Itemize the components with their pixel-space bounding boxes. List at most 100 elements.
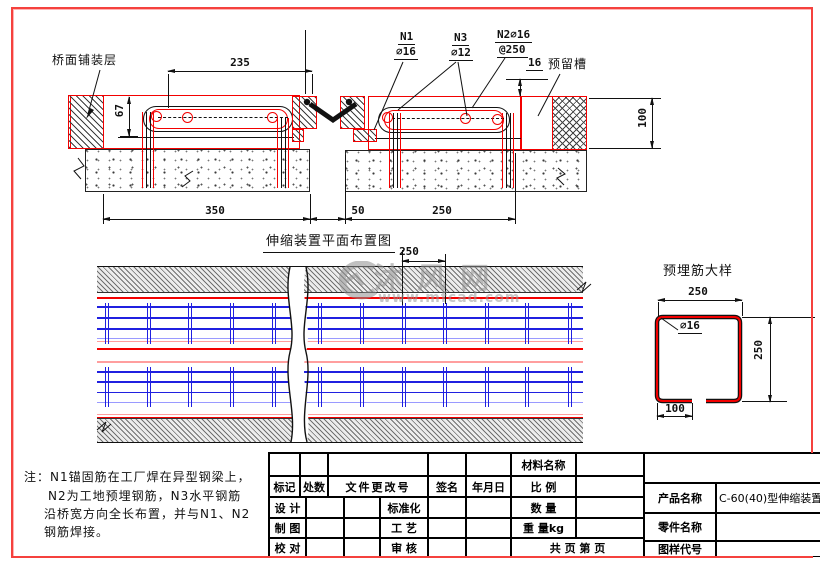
detail-title: 预埋筋大样 [663, 264, 734, 279]
tb-blank-cell [716, 541, 820, 557]
ext-line [445, 254, 446, 304]
plan-red-line [97, 297, 583, 299]
tb-code-label: 图样代号 [644, 541, 716, 557]
rebar-label-n3: N3 [452, 31, 470, 47]
left-rebar-dashed [158, 117, 288, 118]
tb-blank-cell [466, 538, 511, 557]
joint-steel-left [292, 96, 317, 129]
frame-bottom [11, 556, 813, 558]
ext-line [168, 74, 169, 108]
watermark-logo-icon [338, 261, 378, 300]
plan-rebar-bar [147, 303, 151, 344]
tb-material-label: 材料名称 [511, 453, 576, 476]
dim-text-16: 16 [526, 56, 544, 72]
tb-blank-cell [344, 538, 380, 557]
tb-blank-cell [466, 518, 511, 538]
plan-rebar-bar [147, 367, 151, 407]
rebar-circle [267, 112, 278, 123]
plan-top-edge [97, 266, 583, 268]
ext-line [103, 194, 104, 224]
rebar-label-n1-dia: ∅16 [394, 45, 418, 61]
left-anchor-loop-inner [149, 109, 288, 129]
joint-steel-right [340, 96, 365, 129]
tb-mark-label: 标记 [269, 476, 300, 497]
frame-left-shadow [13, 9, 14, 557]
frame-left [11, 7, 13, 558]
dim-line-16 [517, 78, 522, 97]
tb-blank-cell [466, 453, 511, 476]
right-anchor-loop-inner [384, 110, 504, 130]
tb-blank-cell [428, 538, 466, 557]
plan-salmon-line [97, 361, 583, 363]
left-concrete-slab [85, 149, 310, 192]
watermark-name: 沐 风 网 [374, 261, 492, 295]
right-vertical-rebar2-red [502, 113, 514, 188]
plan-rebar-bar [230, 367, 234, 407]
right-pavement-block [552, 96, 587, 150]
pavement-label: 桥面铺装层 [52, 53, 118, 67]
tb-blank-cell [716, 513, 820, 541]
rebar-label-n2-spacing: @250 [497, 43, 528, 59]
plan-rebar-bar [360, 303, 364, 344]
plan-blue-line [97, 391, 583, 393]
plan-blue-line [97, 381, 583, 383]
groove-edge-line [520, 96, 522, 150]
tb-part-label: 零件名称 [644, 513, 716, 541]
tb-blank-cell [576, 453, 644, 476]
left-vertical-rebar-red [142, 112, 154, 188]
plan-blue-line [97, 371, 583, 373]
tb-blank-cell [344, 497, 380, 518]
ext-line [742, 302, 743, 316]
plan-title: 伸缩装置平面布置图 [263, 234, 396, 254]
tb-blank-cell [306, 518, 344, 538]
joint-steel-left-step [292, 129, 304, 142]
detail-dim-text-right: 250 [752, 340, 765, 360]
plan-lightblue-line [97, 401, 583, 403]
plan-rebar-bar [318, 303, 322, 344]
watermark-url: www.mfcad.com [378, 290, 521, 306]
note-line-3: 沿桥宽方向全长布置，并与N1、N2 [44, 507, 251, 521]
plan-salmon-line [97, 340, 583, 343]
dim-text-67: 67 [113, 104, 126, 118]
detail-dim-line-right [767, 316, 772, 403]
tb-file-change-label: 文件更改号 [328, 476, 428, 497]
tb-pages-label: 共 页 第 页 [511, 538, 644, 557]
tb-blank-cell [428, 453, 466, 476]
rebar-circle [460, 113, 471, 124]
plan-rebar-bar [188, 303, 192, 344]
plan-rebar-bar [525, 303, 529, 344]
tb-blank-cell [576, 476, 644, 497]
tb-qty-changes-label: 处数 [300, 476, 328, 497]
right-vertical-rebar [393, 113, 398, 188]
dim-text-50: 50 [351, 204, 365, 217]
ext-line [506, 79, 548, 80]
plan-red-line [97, 348, 583, 350]
note-line-1: 注：N1锚固筋在工厂焊在异型钢梁上， [24, 470, 251, 484]
detail-dim-line-top [657, 297, 743, 302]
tb-blank-cell [644, 453, 820, 483]
tb-standardization-label: 标准化 [380, 497, 428, 518]
plan-dim-text-250: 250 [399, 245, 419, 258]
plan-rebar-bar [230, 303, 234, 344]
tb-audit-label: 审 核 [380, 538, 428, 557]
tb-blank-cell [269, 453, 300, 476]
tb-product-label: 产品名称 [644, 483, 716, 513]
ext-line [402, 250, 403, 305]
left-vertical-rebar2-red [277, 118, 289, 188]
plan-rebar-bar [360, 367, 364, 407]
rebar-label-n3-dia: ∅12 [449, 46, 473, 62]
detail-dim-text-top: 250 [688, 285, 708, 298]
tb-product-value: C-60(40)型伸缩装置安装示 [716, 483, 820, 513]
ext-line [658, 302, 659, 316]
tb-weight-label: 重 量kg [511, 518, 576, 538]
dim-line-67 [126, 96, 131, 137]
dim-text-350: 350 [205, 204, 225, 217]
dim-text-250: 250 [432, 204, 452, 217]
tb-blank-cell [576, 518, 644, 538]
frame-top [11, 7, 813, 9]
tb-design-label: 设 计 [269, 497, 306, 518]
plan-lightblue-line [97, 337, 583, 339]
ext-line [692, 403, 693, 420]
tb-blank-cell [300, 453, 328, 476]
tb-signature-label: 签名 [428, 476, 466, 497]
